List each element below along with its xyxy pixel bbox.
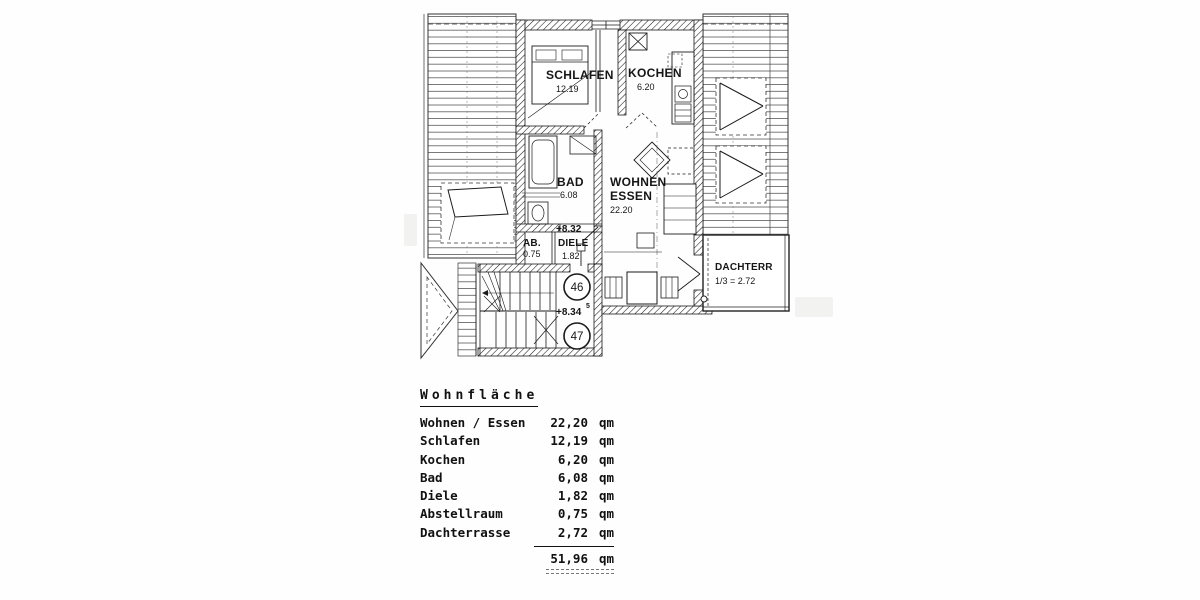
- unit-number-label: 46: [571, 282, 584, 294]
- room-name: DACHTERR: [715, 262, 773, 273]
- elevation-mark-lower: +8.34: [556, 307, 582, 318]
- bathroom-fixtures-icon: [522, 135, 597, 225]
- row-value: 0,75: [557, 506, 588, 522]
- room-name: SCHLAFEN: [546, 68, 614, 82]
- room-name: AB.: [523, 238, 541, 249]
- row-unit: qm: [598, 469, 614, 485]
- room-label-bad: BAD 6.08: [557, 175, 584, 200]
- room-label-kochen: KOCHEN 6.20: [628, 66, 682, 92]
- area-table: Wohnfläche Wohnen / Essen 22,20 qm Schla…: [420, 387, 614, 574]
- room-area: 22.20: [610, 205, 633, 215]
- elevation-mark-upper: +8.32: [556, 224, 582, 235]
- area-table-title: Wohnfläche: [420, 388, 539, 407]
- room-label-diele: DIELE 1.82: [558, 238, 589, 261]
- row-label: Kochen: [420, 451, 466, 467]
- room-label-wohnen-essen: WOHNEN ESSEN 22.20: [610, 175, 666, 215]
- row-value: 22,20: [550, 415, 588, 430]
- row-value: 12,19: [550, 433, 588, 449]
- skylight-left-icon: [440, 182, 515, 244]
- row-value: 6,20: [557, 451, 588, 467]
- terrace: [700, 234, 790, 312]
- dining-set-icon: [604, 271, 679, 305]
- room-label-schlafen: SCHLAFEN 12.19: [546, 68, 614, 94]
- room-name: WOHNEN: [610, 175, 666, 189]
- window-top-icon: [592, 20, 620, 30]
- roof-area-left: [423, 13, 517, 259]
- row-unit: qm: [598, 451, 614, 467]
- row-value: 2,72: [557, 524, 588, 540]
- table-row: Kochen 6,20 qm: [420, 451, 614, 467]
- room-area: 12.19: [556, 84, 579, 94]
- stair-door-icon: [576, 243, 586, 266]
- row-unit: qm: [598, 488, 614, 504]
- unit-number-46: 46: [563, 273, 591, 301]
- table-row: Abstellraum 0,75 qm: [420, 508, 614, 521]
- room-label-dachterrasse: DACHTERR 1/3 = 2.72: [715, 262, 773, 286]
- room-name: DIELE: [558, 238, 589, 249]
- room-name: KOCHEN: [628, 66, 682, 80]
- room-area: 6.08: [560, 190, 578, 200]
- skylight-right-upper-icon: [715, 77, 767, 136]
- row-value: 1,82: [557, 488, 588, 504]
- row-label: Bad: [420, 469, 443, 485]
- bed-icon: [527, 45, 593, 119]
- table-row: Schlafen 12,19 qm: [420, 435, 614, 448]
- total-value: 51,96: [550, 551, 588, 567]
- scan-smudge: [404, 214, 417, 246]
- floor-plan-drawing: SCHLAFEN 12.19 KOCHEN 6.20 BAD 6.08 WOHN…: [420, 13, 790, 360]
- room-area: 1/3 = 2.72: [715, 276, 755, 286]
- room-area: 6.20: [637, 82, 655, 92]
- row-label: Abstellraum: [420, 506, 503, 522]
- total-unit: qm: [598, 551, 614, 567]
- walls: [475, 19, 713, 357]
- row-value: 6,08: [557, 469, 588, 485]
- staircase: [480, 271, 559, 348]
- table-total-row: 51,96 qm: [534, 546, 614, 566]
- roof-area-right: [702, 13, 789, 236]
- row-unit: qm: [598, 415, 614, 430]
- table-row: Dachterrasse 2,72 qm: [420, 524, 614, 540]
- row-label: Wohnen / Essen: [420, 415, 526, 430]
- doors: [576, 112, 701, 292]
- scan-smudge: [795, 297, 833, 317]
- unit-number-label: 47: [571, 331, 584, 343]
- room-name-2: ESSEN: [610, 189, 652, 203]
- room-label-abstellraum: AB. 0.75: [523, 238, 541, 259]
- row-unit: qm: [598, 433, 614, 449]
- table-row: Bad 6,08 qm: [420, 469, 614, 485]
- table-row: Wohnen / Essen 22,20 qm: [420, 415, 614, 430]
- unit-number-47: 47: [563, 322, 591, 350]
- row-label: Dachterrasse: [420, 524, 511, 540]
- table-row: Diele 1,82 qm: [420, 490, 614, 503]
- kitchen-fixtures-icon: [628, 32, 695, 125]
- row-unit: qm: [598, 524, 614, 540]
- elevation-mark-lower-sup: 5: [586, 303, 590, 310]
- total-double-rule: [546, 568, 614, 574]
- row-unit: qm: [598, 506, 614, 522]
- room-name: BAD: [557, 175, 584, 189]
- row-label: Diele: [420, 488, 458, 504]
- row-label: Schlafen: [420, 433, 481, 449]
- room-area: 0.75: [523, 249, 541, 259]
- floor-plan: SCHLAFEN 12.19 KOCHEN 6.20 BAD 6.08 WOHN…: [420, 0, 810, 382]
- room-area: 1.82: [562, 251, 580, 261]
- living-furniture-icon: [604, 132, 697, 304]
- gable-lower-left: [420, 261, 477, 360]
- skylight-right-lower-icon: [715, 145, 767, 204]
